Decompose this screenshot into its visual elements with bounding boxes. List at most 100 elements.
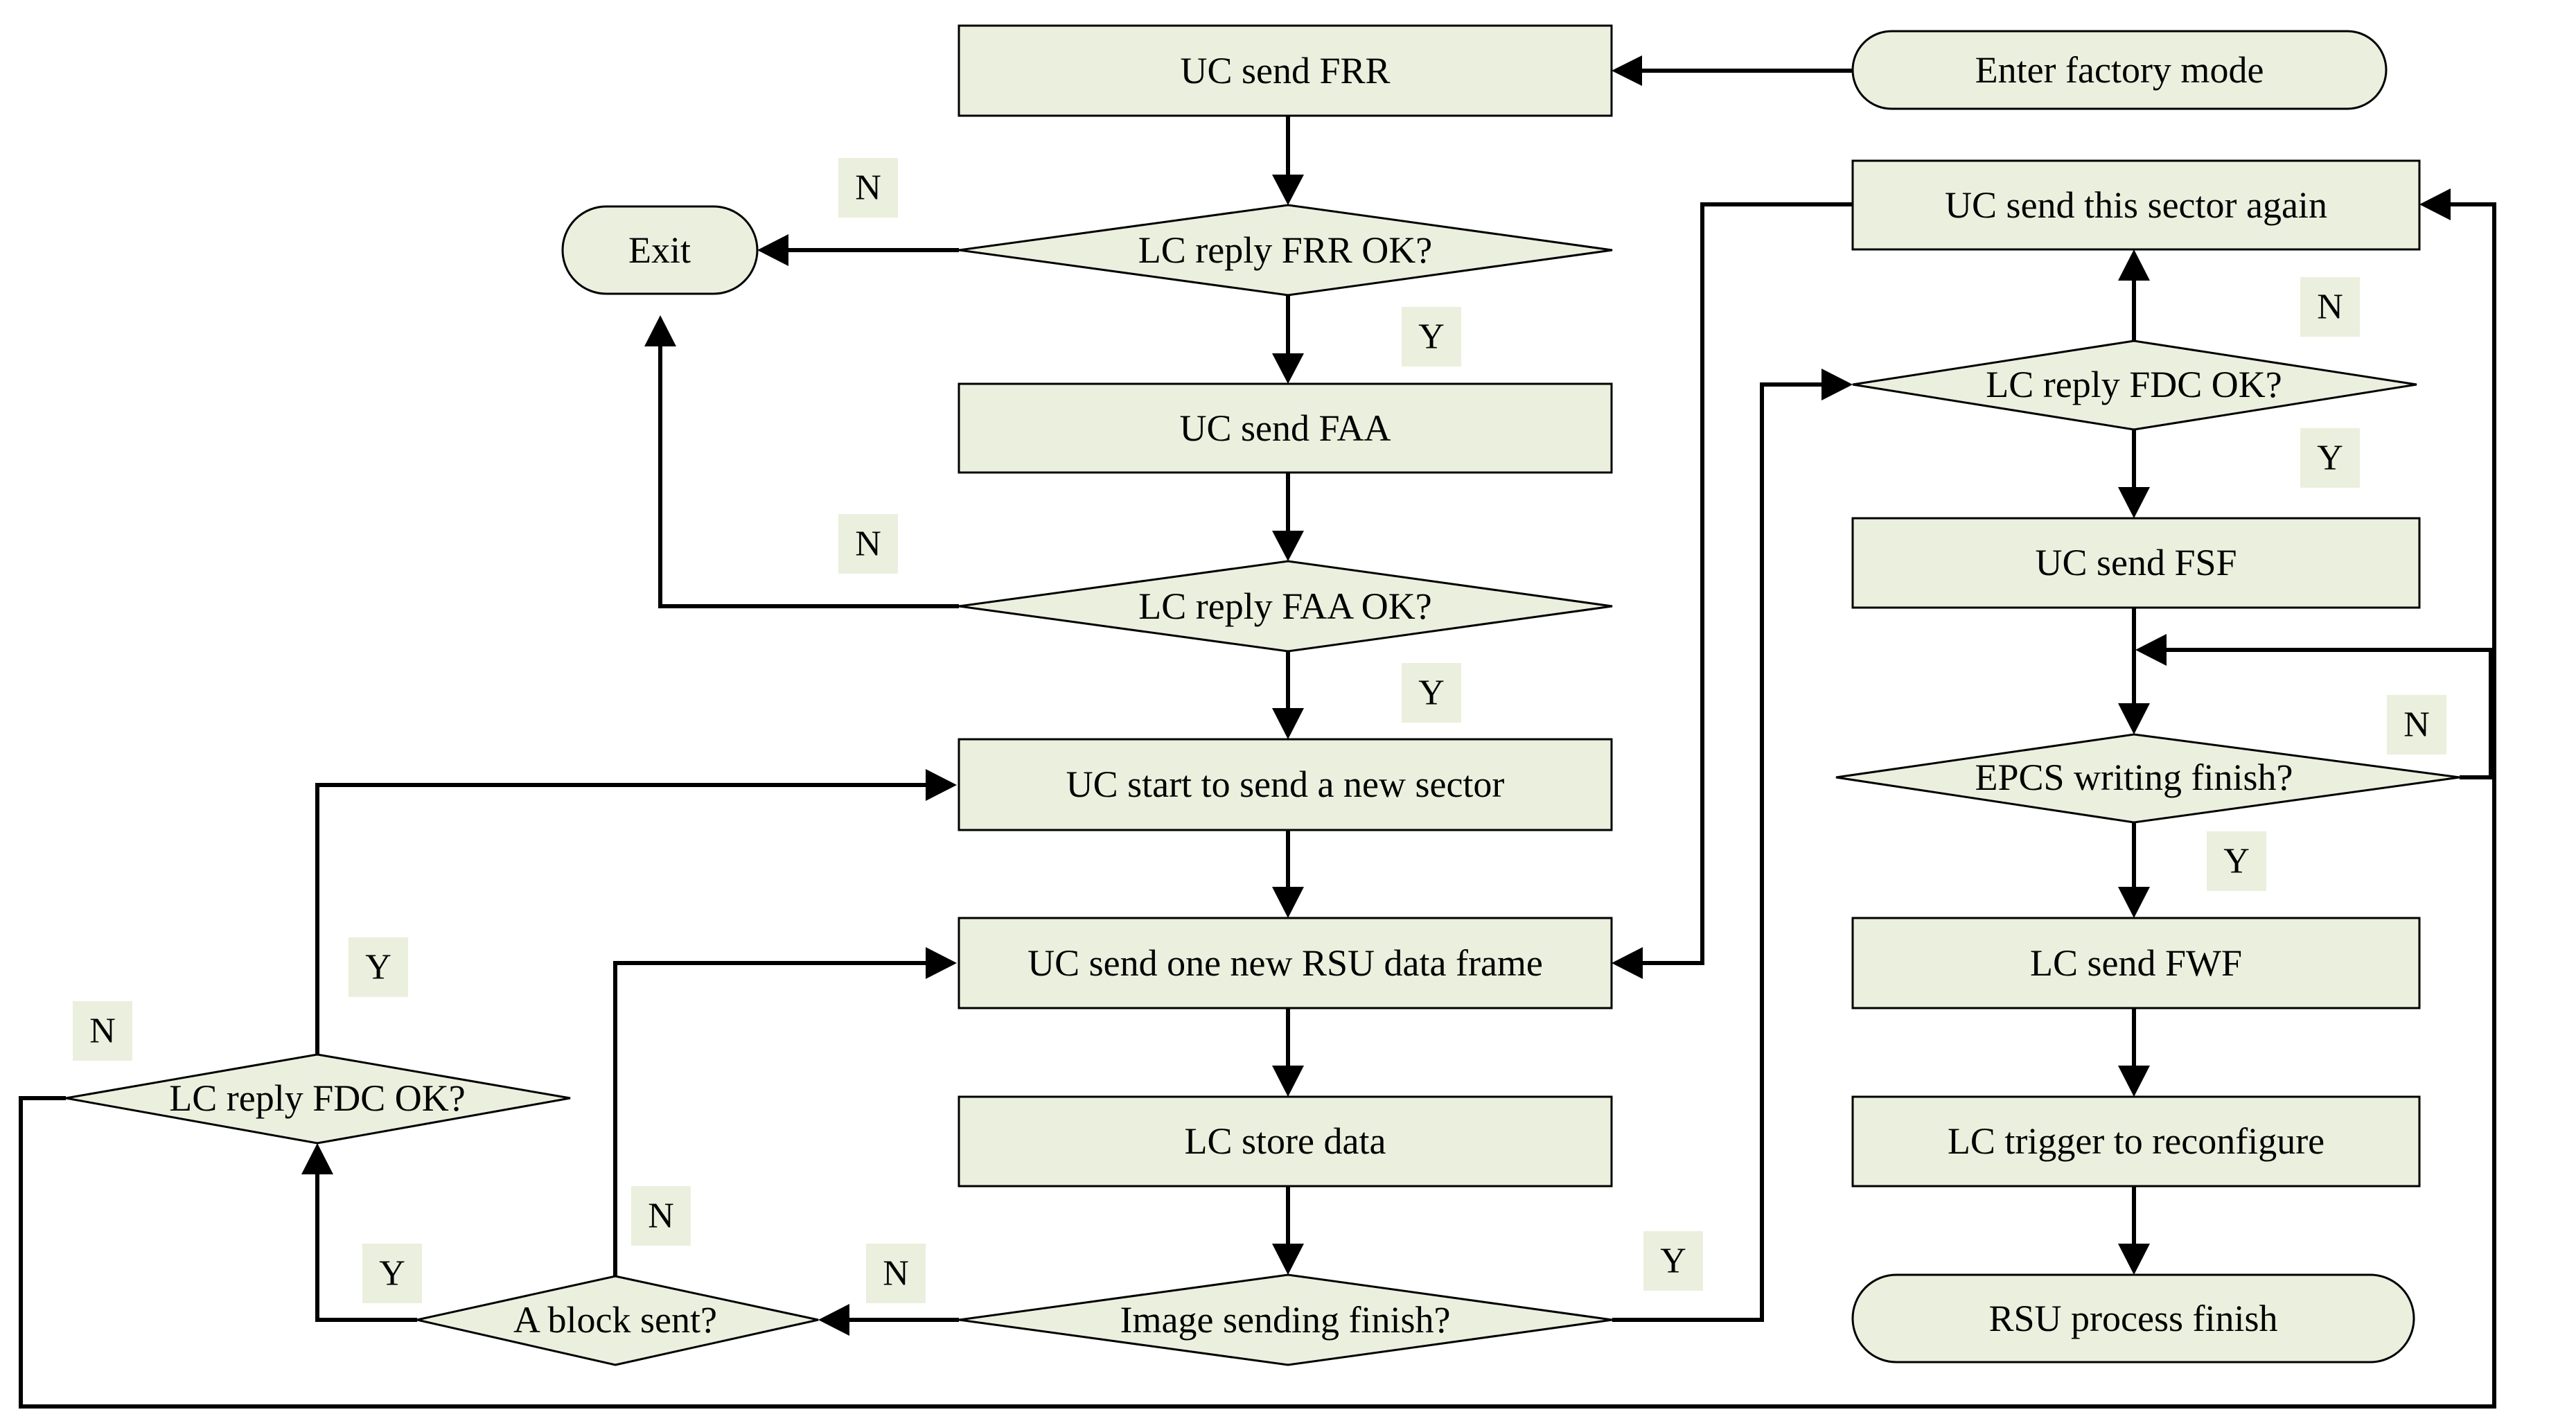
node-uc-send-sector-again: UC send this sector again xyxy=(1851,159,2421,251)
label-image-no: N xyxy=(866,1244,926,1303)
node-uc-send-faa: UC send FAA xyxy=(958,382,1613,474)
arrowhead xyxy=(2419,188,2451,220)
node-lc-reply-faa-ok-label: LC reply FAA OK? xyxy=(1138,585,1431,627)
node-exit-label: Exit xyxy=(628,229,691,271)
node-image-sending-finish: Image sending finish? xyxy=(958,1273,1613,1366)
arrowhead xyxy=(2135,634,2167,666)
label-faa-yes: Y xyxy=(1402,663,1461,723)
arrowhead xyxy=(1612,947,1643,979)
node-lc-reply-frr-ok-label: LC reply FRR OK? xyxy=(1138,229,1433,271)
label-image-yes-text: Y xyxy=(1660,1242,1686,1281)
node-lc-reply-frr-ok: LC reply FRR OK? xyxy=(958,204,1613,297)
label-left-fdc-no: N xyxy=(73,1001,132,1061)
edge-fdc-no-to-sector-again xyxy=(19,202,2496,1409)
node-uc-send-rsu-frame-label: UC send one new RSU data frame xyxy=(1027,942,1543,984)
node-uc-start-new-sector: UC start to send a new sector xyxy=(958,738,1613,831)
label-image-yes: Y xyxy=(1643,1231,1703,1291)
label-right-fdc-no-text: N xyxy=(2317,288,2343,327)
label-epcs-yes-text: Y xyxy=(2223,842,2250,881)
node-uc-send-sector-again-label: UC send this sector again xyxy=(1945,184,2327,226)
node-a-block-sent: A block sent? xyxy=(416,1275,819,1366)
node-uc-send-frr: UC send FRR xyxy=(958,24,1613,117)
node-lc-send-fwf: LC send FWF xyxy=(1851,917,2421,1009)
node-lc-reply-fdc-ok-left: LC reply FDC OK? xyxy=(65,1053,571,1145)
arrowhead xyxy=(2118,1066,2150,1097)
arrowhead xyxy=(1272,708,1304,739)
node-uc-start-new-sector-label: UC start to send a new sector xyxy=(1066,764,1505,805)
label-block-no: N xyxy=(631,1186,691,1246)
label-epcs-yes: Y xyxy=(2207,831,2266,891)
node-lc-reply-fdc-ok-right: LC reply FDC OK? xyxy=(1852,339,2417,431)
arrowhead xyxy=(301,1143,333,1174)
arrowhead xyxy=(1272,531,1304,561)
node-rsu-process-finish-label: RSU process finish xyxy=(1989,1298,2278,1339)
arrowhead xyxy=(926,769,957,801)
node-lc-reply-faa-ok: LC reply FAA OK? xyxy=(958,560,1613,653)
node-enter-factory-mode-label: Enter factory mode xyxy=(1975,49,2264,91)
label-frr-no: N xyxy=(838,158,898,218)
label-left-fdc-yes-text: Y xyxy=(365,948,391,987)
label-block-yes-text: Y xyxy=(379,1254,405,1294)
label-right-fdc-yes: Y xyxy=(2300,428,2360,488)
node-uc-send-fsf-label: UC send FSF xyxy=(2035,542,2237,583)
arrowhead xyxy=(1272,1244,1304,1275)
label-faa-no-text: N xyxy=(855,524,881,564)
node-enter-factory-mode: Enter factory mode xyxy=(1851,30,2388,110)
node-lc-store-data: LC store data xyxy=(958,1095,1613,1188)
arrowhead xyxy=(2118,249,2150,281)
node-uc-send-rsu-frame: UC send one new RSU data frame xyxy=(958,917,1613,1009)
arrowhead xyxy=(757,234,788,266)
branch-labels: N Y N Y Y N N Y xyxy=(73,158,2446,1303)
label-left-fdc-no-text: N xyxy=(89,1012,116,1051)
arrowhead xyxy=(1612,55,1642,86)
node-lc-store-data-label: LC store data xyxy=(1185,1120,1386,1162)
arrowhead xyxy=(1272,175,1304,205)
node-uc-send-faa-label: UC send FAA xyxy=(1179,407,1391,449)
arrowhead xyxy=(1272,353,1304,384)
label-left-fdc-yes: Y xyxy=(349,937,408,997)
arrowhead xyxy=(2118,487,2150,518)
label-block-no-text: N xyxy=(648,1197,674,1236)
node-lc-reply-fdc-ok-right-label: LC reply FDC OK? xyxy=(1986,364,2282,405)
edge-epcs-no-loop xyxy=(2155,648,2493,779)
arrowhead xyxy=(2118,887,2150,918)
node-lc-trigger-reconfigure-label: LC trigger to reconfigure xyxy=(1948,1120,2324,1162)
label-epcs-no: N xyxy=(2387,695,2446,754)
label-block-yes: Y xyxy=(362,1244,422,1303)
node-epcs-writing-finish: EPCS writing finish? xyxy=(1835,733,2460,824)
node-lc-reply-fdc-ok-left-label: LC reply FDC OK? xyxy=(169,1077,465,1119)
label-faa-yes-text: Y xyxy=(1418,673,1445,713)
node-image-sending-finish-label: Image sending finish? xyxy=(1120,1299,1451,1341)
connectors xyxy=(19,55,2496,1409)
arrowhead xyxy=(818,1304,849,1336)
label-right-fdc-yes-text: Y xyxy=(2317,439,2343,478)
node-a-block-sent-label: A block sent? xyxy=(513,1299,717,1341)
nodes: Enter factory mode UC send FRR LC reply … xyxy=(65,24,2460,1366)
node-uc-send-fsf: UC send FSF xyxy=(1851,517,2421,609)
label-right-fdc-no: N xyxy=(2300,277,2360,337)
label-frr-yes-text: Y xyxy=(1418,317,1445,357)
node-uc-send-frr-label: UC send FRR xyxy=(1180,50,1390,91)
arrowhead xyxy=(1272,1066,1304,1097)
label-frr-no-text: N xyxy=(855,168,881,208)
arrowhead xyxy=(1272,887,1304,918)
arrowhead xyxy=(644,315,676,346)
node-lc-trigger-reconfigure: LC trigger to reconfigure xyxy=(1851,1095,2421,1188)
arrowhead xyxy=(2118,703,2150,734)
node-exit: Exit xyxy=(561,205,759,295)
node-rsu-process-finish: RSU process finish xyxy=(1851,1273,2415,1363)
node-epcs-writing-finish-label: EPCS writing finish? xyxy=(1975,757,2293,798)
label-epcs-no-text: N xyxy=(2403,705,2430,745)
arrowhead xyxy=(2118,1244,2150,1275)
arrowhead xyxy=(926,947,957,979)
edge-image-yes-to-fdc xyxy=(1612,382,1833,1322)
node-lc-send-fwf-label: LC send FWF xyxy=(2030,942,2242,984)
label-faa-no: N xyxy=(838,514,898,574)
label-image-no-text: N xyxy=(883,1254,909,1294)
edge-faa-no-to-exit xyxy=(658,333,959,608)
arrowhead xyxy=(1821,369,1853,400)
label-frr-yes: Y xyxy=(1402,307,1461,367)
edge-block-yes-to-fdc xyxy=(315,1162,417,1322)
edge-sector-again-to-frame xyxy=(1632,202,1853,965)
